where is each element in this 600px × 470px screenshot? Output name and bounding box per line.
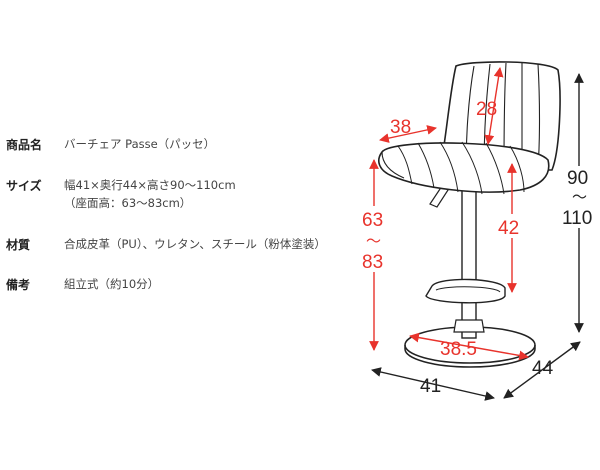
- spec-value: 幅41×奥行44×高さ90〜110cm: [64, 178, 236, 192]
- spec-value: 合成皮革（PU）、ウレタン、スチール（粉体塗装）: [64, 237, 326, 251]
- dim-total-height: 90 〜 110: [562, 73, 598, 333]
- dim-depth-label: 44: [532, 358, 554, 379]
- dim-backrest: 28: [476, 67, 504, 145]
- dim-seat-height: 63 〜 83: [360, 159, 388, 351]
- dim-base-to-seat: 42: [496, 163, 526, 293]
- spec-label: 商品名: [6, 138, 43, 152]
- dim-total-height-tilde: 〜: [572, 189, 587, 206]
- spec-label: 備考: [6, 278, 31, 292]
- dim-seat-depth-label: 38: [390, 117, 411, 138]
- dim-seat-depth: 38: [379, 117, 437, 143]
- dim-seat-height-min: 63: [362, 210, 383, 231]
- chair-pole: [453, 189, 485, 339]
- spec-value: 組立式（約10分）: [64, 277, 160, 291]
- spec-label: サイズ: [6, 179, 42, 193]
- dim-total-height-min: 90: [567, 168, 588, 189]
- dim-depth: 44: [503, 341, 581, 399]
- dim-total-height-max: 110: [562, 208, 592, 229]
- spec-label: 材質: [6, 238, 31, 252]
- spec-value-sub: （座面高：63〜83cm）: [64, 196, 192, 210]
- chair-seat: [378, 141, 550, 195]
- dim-backrest-label: 28: [476, 99, 497, 120]
- spec-value: バーチェア Passe（パッセ）: [64, 137, 216, 151]
- dim-seat-height-tilde: 〜: [366, 233, 381, 250]
- chair-footrest: [425, 278, 506, 304]
- dim-width: 41: [371, 367, 495, 401]
- dim-seat-height-max: 83: [362, 252, 383, 273]
- dim-width-label: 41: [420, 376, 441, 397]
- dim-base-to-seat-label: 42: [498, 218, 519, 239]
- dim-base-diameter-label: 38.5: [440, 339, 477, 360]
